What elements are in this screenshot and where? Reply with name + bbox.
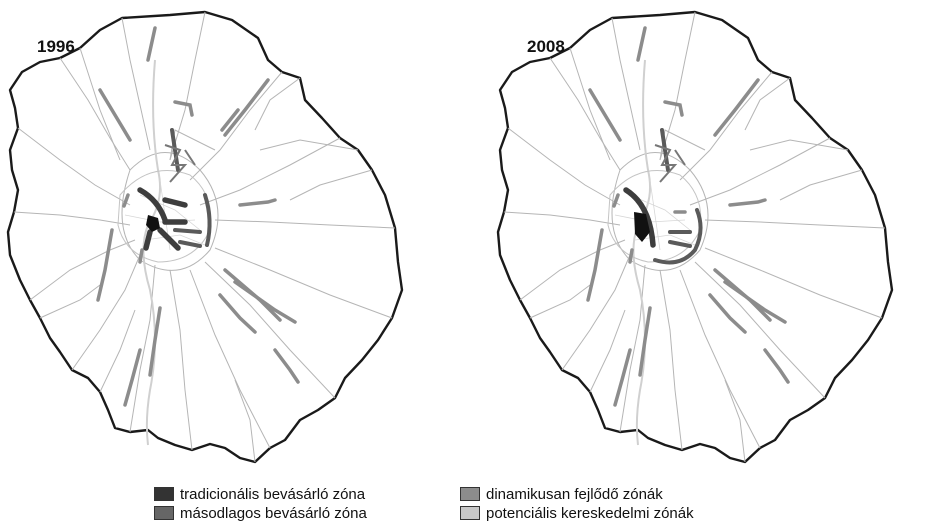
legend-swatch [460, 487, 480, 501]
year-label-1996: 1996 [37, 37, 75, 56]
legend-label: tradicionális bevásárló zóna [180, 485, 366, 503]
legend-item-traditional: tradicionális bevásárló zóna [154, 485, 365, 503]
legend-item-secondary: másodlagos bevásárló zóna [154, 504, 367, 522]
legend-label: dinamikusan fejlődő zónák [486, 485, 663, 503]
year-label-2008: 2008 [527, 37, 565, 56]
legend-item-dynamic: dinamikusan fejlődő zónák [460, 485, 663, 503]
legend-swatch [154, 487, 174, 501]
map-2008: 2008 [496, 10, 894, 464]
map-1996: 1996 [6, 10, 404, 464]
legend-swatch [154, 506, 174, 520]
map-legend: tradicionális bevásárló zóna másodlagos … [154, 485, 794, 523]
legend-label: másodlagos bevásárló zóna [180, 504, 367, 522]
legend-item-potential: potenciális kereskedelmi zónák [460, 504, 694, 522]
legend-label: potenciális kereskedelmi zónák [486, 504, 694, 522]
legend-swatch [460, 506, 480, 520]
